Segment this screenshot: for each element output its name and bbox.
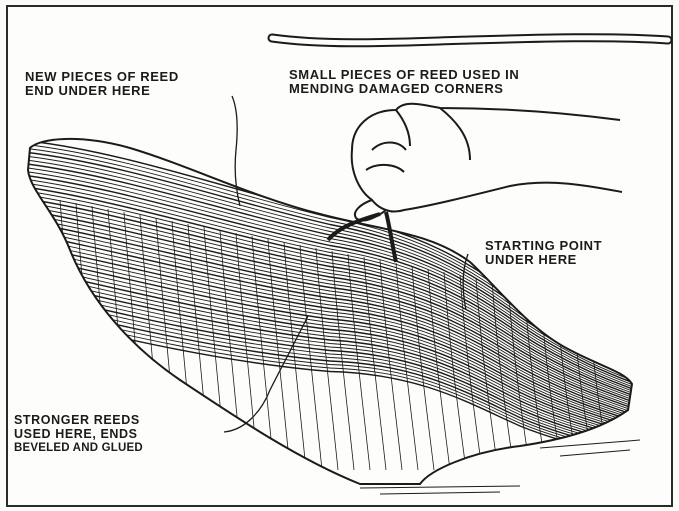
loose-reed: [272, 38, 668, 43]
label-new-pieces-of-reed: NEW PIECES OF REED END UNDER HERE: [25, 70, 179, 98]
label-small-pieces-of-reed: SMALL PIECES OF REED USED IN MENDING DAM…: [289, 68, 519, 96]
weave-reed: [20, 190, 650, 397]
label-starting-point-line-2: UNDER HERE: [485, 253, 602, 267]
label-small-pieces-line-2: MENDING DAMAGED CORNERS: [289, 82, 519, 96]
label-stronger-reeds-line-1: STRONGER REEDS: [14, 413, 143, 427]
label-stronger-reeds-line-3: BEVELED AND GLUED: [14, 441, 143, 455]
weave-reed: [20, 248, 650, 429]
label-stronger-reeds: STRONGER REEDS USED HERE, ENDS BEVELED A…: [14, 413, 143, 455]
label-new-pieces-line-1: NEW PIECES OF REED: [25, 70, 179, 84]
label-new-pieces-line-2: END UNDER HERE: [25, 84, 179, 98]
weave-reed: [20, 244, 650, 427]
label-starting-point: STARTING POINT UNDER HERE: [485, 239, 602, 267]
label-small-pieces-line-1: SMALL PIECES OF REED USED IN: [289, 68, 519, 82]
label-stronger-reeds-line-2: USED HERE, ENDS: [14, 427, 143, 441]
label-starting-point-line-1: STARTING POINT: [485, 239, 602, 253]
